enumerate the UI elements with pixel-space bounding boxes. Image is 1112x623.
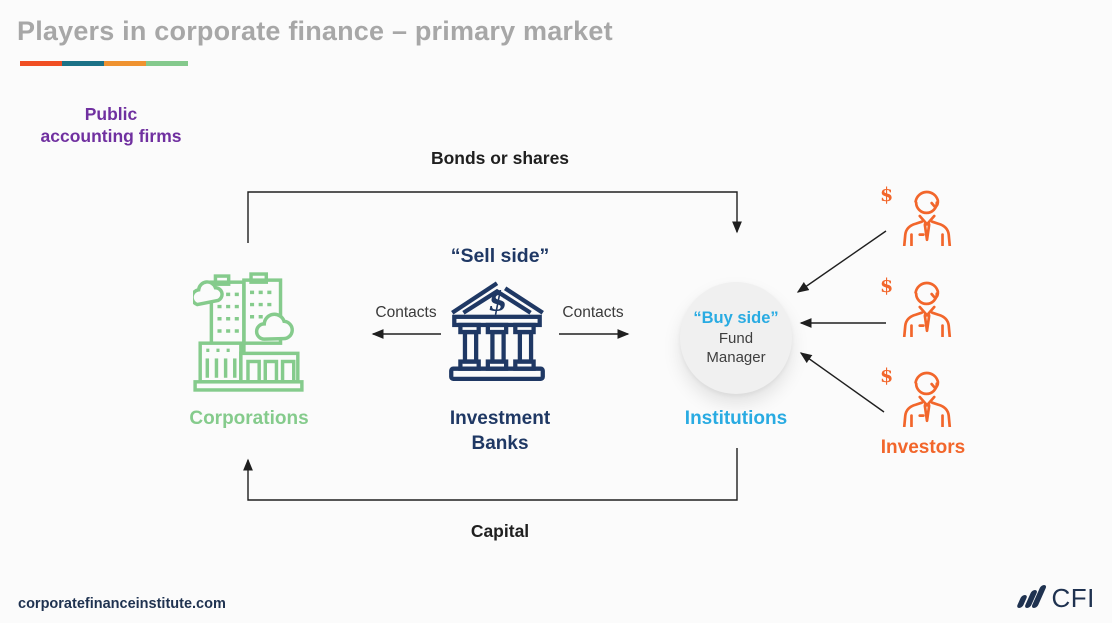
investor-3-dollar-glyph: $ — [880, 365, 894, 387]
investment-bank-icon: $ — [449, 281, 545, 381]
arrow-bonds-or-shares — [247, 191, 742, 243]
investment-banks-label: Investment Banks — [449, 408, 551, 454]
buy-side-tag: “Buy side” — [693, 308, 779, 327]
corporations-label: Corporations — [189, 408, 309, 429]
investor-3: $ — [878, 365, 958, 427]
fund-manager-label: Fund Manager — [706, 329, 766, 366]
investor-1-dollar-glyph: $ — [880, 184, 894, 206]
investors-label: Investors — [880, 437, 966, 458]
footer-website: corporatefinanceinstitute.com — [18, 596, 226, 612]
title-accent-bar — [20, 61, 188, 66]
public-accounting-firms-label: Public accounting firms — [40, 104, 182, 147]
contacts-left-label: Contacts — [375, 304, 437, 321]
page-title: Players in corporate finance – primary m… — [17, 16, 613, 46]
institutions-label: Institutions — [684, 408, 788, 429]
arrow-investor-3 — [799, 352, 885, 413]
investor-1: $ — [878, 184, 958, 246]
cfi-logo: CFI — [1016, 583, 1095, 613]
capital-label: Capital — [470, 521, 530, 541]
accent-segment-orange-red — [20, 61, 62, 66]
accent-segment-teal — [62, 61, 104, 66]
contacts-right-label: Contacts — [562, 304, 624, 321]
buy-side-fund-manager-circle: “Buy side” Fund Manager — [680, 282, 792, 394]
bank-dollar-glyph: $ — [488, 286, 507, 318]
investor-2: $ — [878, 275, 958, 337]
investor-3-person-icon — [902, 371, 952, 427]
accent-segment-orange — [104, 61, 146, 66]
cfi-logo-text: CFI — [1051, 583, 1095, 613]
cfi-logo-bars-icon — [1016, 585, 1047, 611]
accent-segment-green — [146, 61, 188, 66]
investor-2-person-icon — [902, 281, 952, 337]
sell-side-tag: “Sell side” — [450, 245, 550, 267]
arrow-investor-1 — [796, 230, 887, 293]
investor-1-person-icon — [902, 190, 952, 246]
bonds-or-shares-label: Bonds or shares — [430, 148, 570, 168]
investor-2-dollar-glyph: $ — [880, 275, 894, 297]
corporation-buildings-icon — [193, 272, 304, 392]
